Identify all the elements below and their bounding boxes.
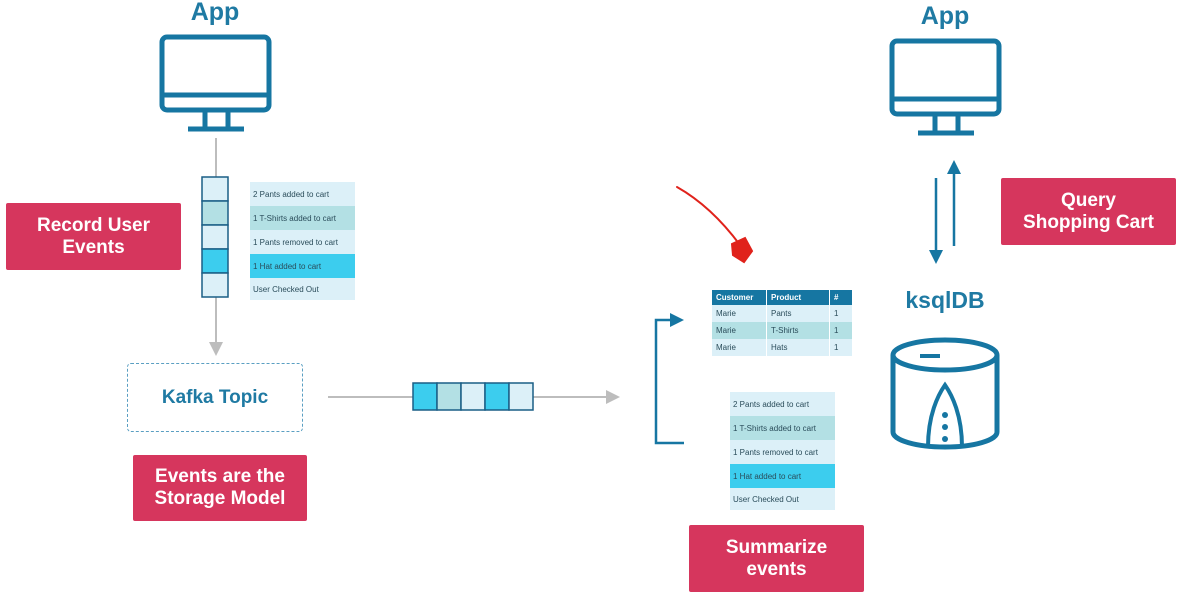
table-cell: Pants bbox=[766, 305, 830, 322]
table-row: Marie Pants 1 bbox=[712, 305, 853, 322]
left-monitor-icon bbox=[159, 34, 272, 132]
event-item: 1 Hat added to cart bbox=[730, 464, 835, 488]
table-header: Product bbox=[766, 290, 830, 305]
horizontal-queue-cell bbox=[460, 382, 486, 411]
query-shopping-cart-badge: Query Shopping Cart bbox=[1001, 178, 1176, 245]
table-cell: Marie bbox=[712, 305, 767, 322]
horizontal-queue-cell bbox=[484, 382, 510, 411]
horizontal-queue-cell bbox=[508, 382, 534, 411]
table-cell: 1 bbox=[829, 322, 853, 339]
event-item: User Checked Out bbox=[250, 278, 355, 300]
table-header: # bbox=[829, 290, 853, 305]
query-arrows bbox=[929, 160, 961, 264]
table-header: Customer bbox=[712, 290, 767, 305]
table-cell: Hats bbox=[766, 339, 830, 356]
horizontal-queue-cell bbox=[436, 382, 462, 411]
table-row: Marie Hats 1 bbox=[712, 339, 853, 356]
event-item: 2 Pants added to cart bbox=[730, 392, 835, 416]
event-item: 1 T-Shirts added to cart bbox=[250, 206, 355, 230]
left-queue-cell bbox=[201, 248, 229, 274]
left-queue bbox=[201, 176, 229, 298]
left-queue-cell bbox=[201, 200, 229, 226]
table-cell: Marie bbox=[712, 339, 767, 356]
table-row: Marie T-Shirts 1 bbox=[712, 322, 853, 339]
horizontal-queue-cell bbox=[412, 382, 438, 411]
table-cell: 1 bbox=[829, 305, 853, 322]
right-app-title: App bbox=[920, 2, 970, 30]
summarize-events-badge: Summarize events bbox=[689, 525, 864, 592]
table-cell: Marie bbox=[712, 322, 767, 339]
event-item: 1 T-Shirts added to cart bbox=[730, 416, 835, 440]
horizontal-queue bbox=[412, 382, 534, 411]
red-annotation-arrow bbox=[676, 186, 754, 264]
event-item: User Checked Out bbox=[730, 488, 835, 510]
table-cell: T-Shirts bbox=[766, 322, 830, 339]
customer-table: Customer Product # Marie Pants 1 Marie T… bbox=[712, 290, 853, 356]
right-monitor-icon bbox=[889, 38, 1002, 136]
left-app-title: App bbox=[190, 0, 240, 26]
middle-event-list: 2 Pants added to cart 1 T-Shirts added t… bbox=[730, 392, 835, 510]
left-queue-cell bbox=[201, 224, 229, 250]
left-queue-cell bbox=[201, 272, 229, 298]
summarize-loop-arrow bbox=[654, 313, 684, 445]
kafka-topic-label: Kafka Topic bbox=[161, 386, 269, 408]
event-item: 1 Hat added to cart bbox=[250, 254, 355, 278]
event-item: 1 Pants removed to cart bbox=[250, 230, 355, 254]
storage-model-badge: Events are the Storage Model bbox=[133, 455, 307, 521]
event-item: 2 Pants added to cart bbox=[250, 182, 355, 206]
table-cell: 1 bbox=[829, 339, 853, 356]
left-queue-cell bbox=[201, 176, 229, 202]
left-event-list: 2 Pants added to cart 1 T-Shirts added t… bbox=[250, 182, 355, 300]
ksqldb-label: ksqlDB bbox=[905, 287, 985, 313]
record-user-events-badge: Record User Events bbox=[6, 203, 181, 270]
ksqldb-database-icon bbox=[890, 337, 1000, 450]
event-item: 1 Pants removed to cart bbox=[730, 440, 835, 464]
kafka-topic-box: Kafka Topic bbox=[127, 363, 303, 432]
